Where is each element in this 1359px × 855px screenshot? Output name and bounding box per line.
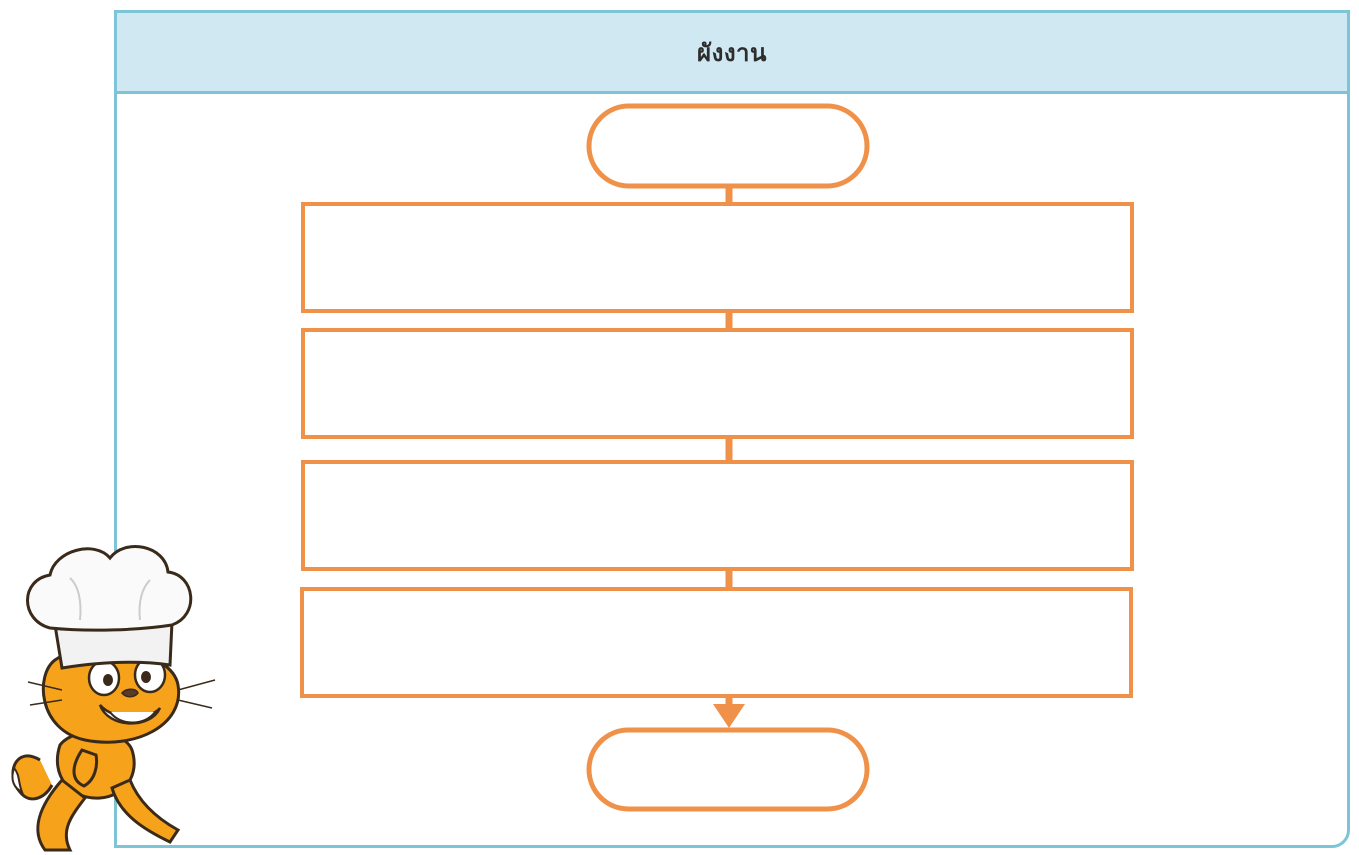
scratch-cat-chef-icon <box>11 545 216 852</box>
frame-header: ผังงาน <box>117 13 1347 94</box>
end-terminator <box>586 727 870 812</box>
arrowhead-icon <box>713 704 745 728</box>
step-4-process-box <box>300 587 1133 698</box>
start-terminator <box>586 103 870 189</box>
step-3-process-box <box>301 460 1134 571</box>
step-2-process-box <box>301 328 1134 439</box>
page-title: ผังงาน <box>697 38 767 67</box>
step-1-process-box <box>301 202 1134 313</box>
